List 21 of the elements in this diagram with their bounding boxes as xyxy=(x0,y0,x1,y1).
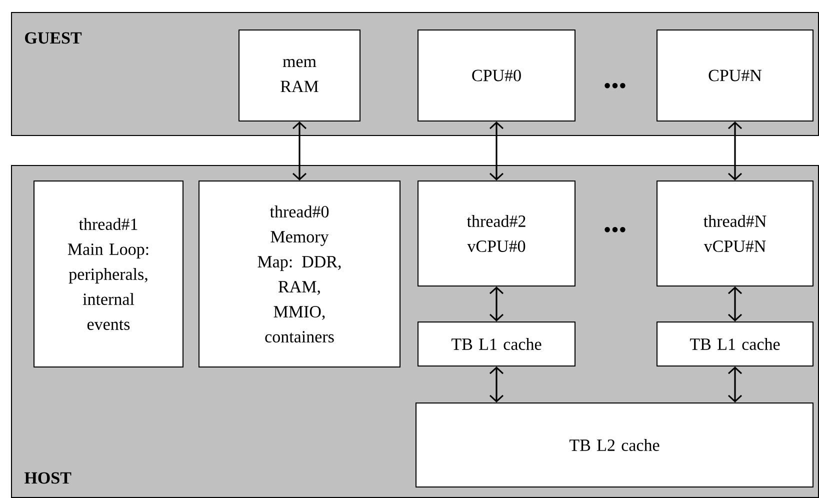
arrow xyxy=(490,286,504,322)
ellipsis: ••• xyxy=(604,83,626,88)
process-box: mem RAM xyxy=(238,30,360,122)
arrow xyxy=(490,122,504,180)
band-label: HOST xyxy=(24,472,72,484)
process-box: thread#1 Main Loop: peripherals, internal events xyxy=(34,180,184,368)
cache-box: TB L2 cache xyxy=(416,402,814,488)
arrow xyxy=(490,366,504,402)
band-label: GUEST xyxy=(25,32,82,44)
arrow xyxy=(728,366,742,402)
cache-box: TB L1 cache xyxy=(418,322,576,366)
ellipsis: ••• xyxy=(604,227,626,232)
process-box: CPU#N xyxy=(656,30,814,122)
process-box: thread#2 vCPU#0 xyxy=(418,180,576,286)
arrow xyxy=(292,122,307,180)
process-box: thread#N vCPU#N xyxy=(656,180,814,286)
cache-box: TB L1 cache xyxy=(656,322,814,366)
process-box: CPU#0 xyxy=(418,30,576,122)
process-box: thread#0 Memory Map: DDR, RAM, MMIO, containers xyxy=(198,180,400,368)
arrow xyxy=(728,286,742,322)
arrow xyxy=(728,122,742,180)
